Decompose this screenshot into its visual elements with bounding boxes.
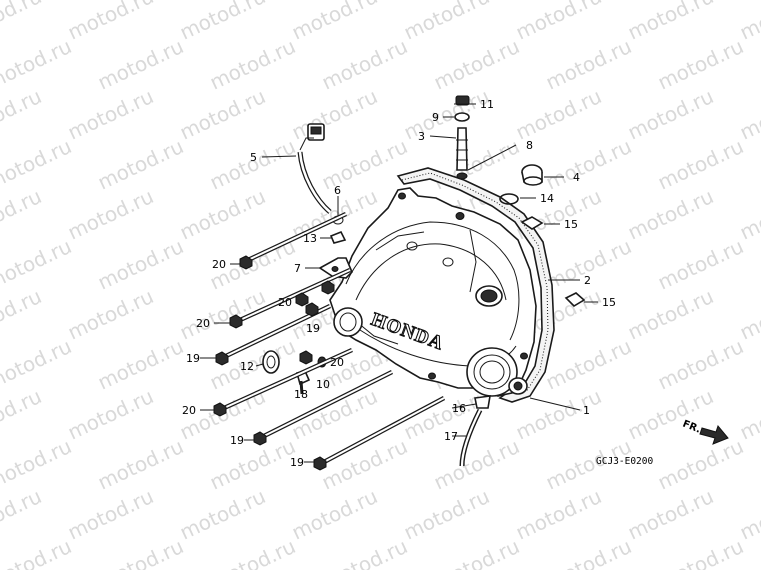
callout-19b: 19: [186, 352, 200, 365]
callout-10: 10: [316, 378, 330, 391]
shaft-assembly-3-8-9-11: [454, 95, 470, 180]
front-direction-indicator: FR.: [681, 419, 729, 445]
bolt-20-low: [213, 347, 353, 417]
dowel-pin-15a: [520, 216, 544, 230]
bolt-20-top: [239, 211, 347, 270]
callout-15a: 15: [564, 218, 578, 231]
oil-seal-12: [262, 350, 280, 374]
callout-18: 18: [294, 388, 308, 401]
bolt-19-bottom: [313, 396, 446, 471]
bolt-20-long: [229, 267, 351, 329]
dowel-pin-15b: [564, 292, 586, 308]
short-bolts: [295, 280, 335, 365]
callout-13: 13: [303, 232, 317, 245]
callout-labels: 1 2 3 4 5 6 7 8 9 10 11 12 13 14 15 15 1…: [182, 98, 616, 469]
callout-19d: 19: [290, 456, 304, 469]
o-ring-14: [499, 193, 519, 205]
clamp-16: [474, 395, 491, 409]
callout-7: 7: [294, 262, 301, 275]
hose-17: [459, 408, 483, 467]
callout-20c: 20: [196, 317, 210, 330]
breather-tube-assembly: [297, 123, 332, 214]
callout-20b: 20: [278, 296, 292, 309]
callout-20a: 20: [212, 258, 226, 271]
callout-15b: 15: [602, 296, 616, 309]
direction-label: FR.: [681, 419, 702, 436]
leader-lines: [200, 103, 598, 463]
callout-9: 9: [432, 111, 439, 124]
callout-11: 11: [480, 98, 494, 111]
callout-12: 12: [240, 360, 254, 373]
callout-4: 4: [573, 171, 580, 184]
clip-6-13: [329, 215, 347, 244]
callout-20e: 20: [182, 404, 196, 417]
callout-8: 8: [526, 139, 533, 152]
callout-16: 16: [452, 402, 466, 415]
callout-14: 14: [540, 192, 554, 205]
front-arrow-icon: [699, 424, 729, 445]
callout-17: 17: [444, 430, 458, 443]
callout-3: 3: [418, 130, 425, 143]
bolt-19-low: [253, 369, 394, 446]
diagram-code: GCJ3-E0200: [596, 456, 653, 467]
callout-6: 6: [334, 184, 341, 197]
callout-5: 5: [250, 151, 257, 164]
callout-19c: 19: [230, 434, 244, 447]
oil-filler-cap: [521, 164, 543, 186]
callout-20d: 20: [330, 356, 344, 369]
callout-2: 2: [584, 274, 591, 287]
callout-1: 1: [583, 404, 590, 417]
callout-19a: 19: [306, 322, 320, 335]
